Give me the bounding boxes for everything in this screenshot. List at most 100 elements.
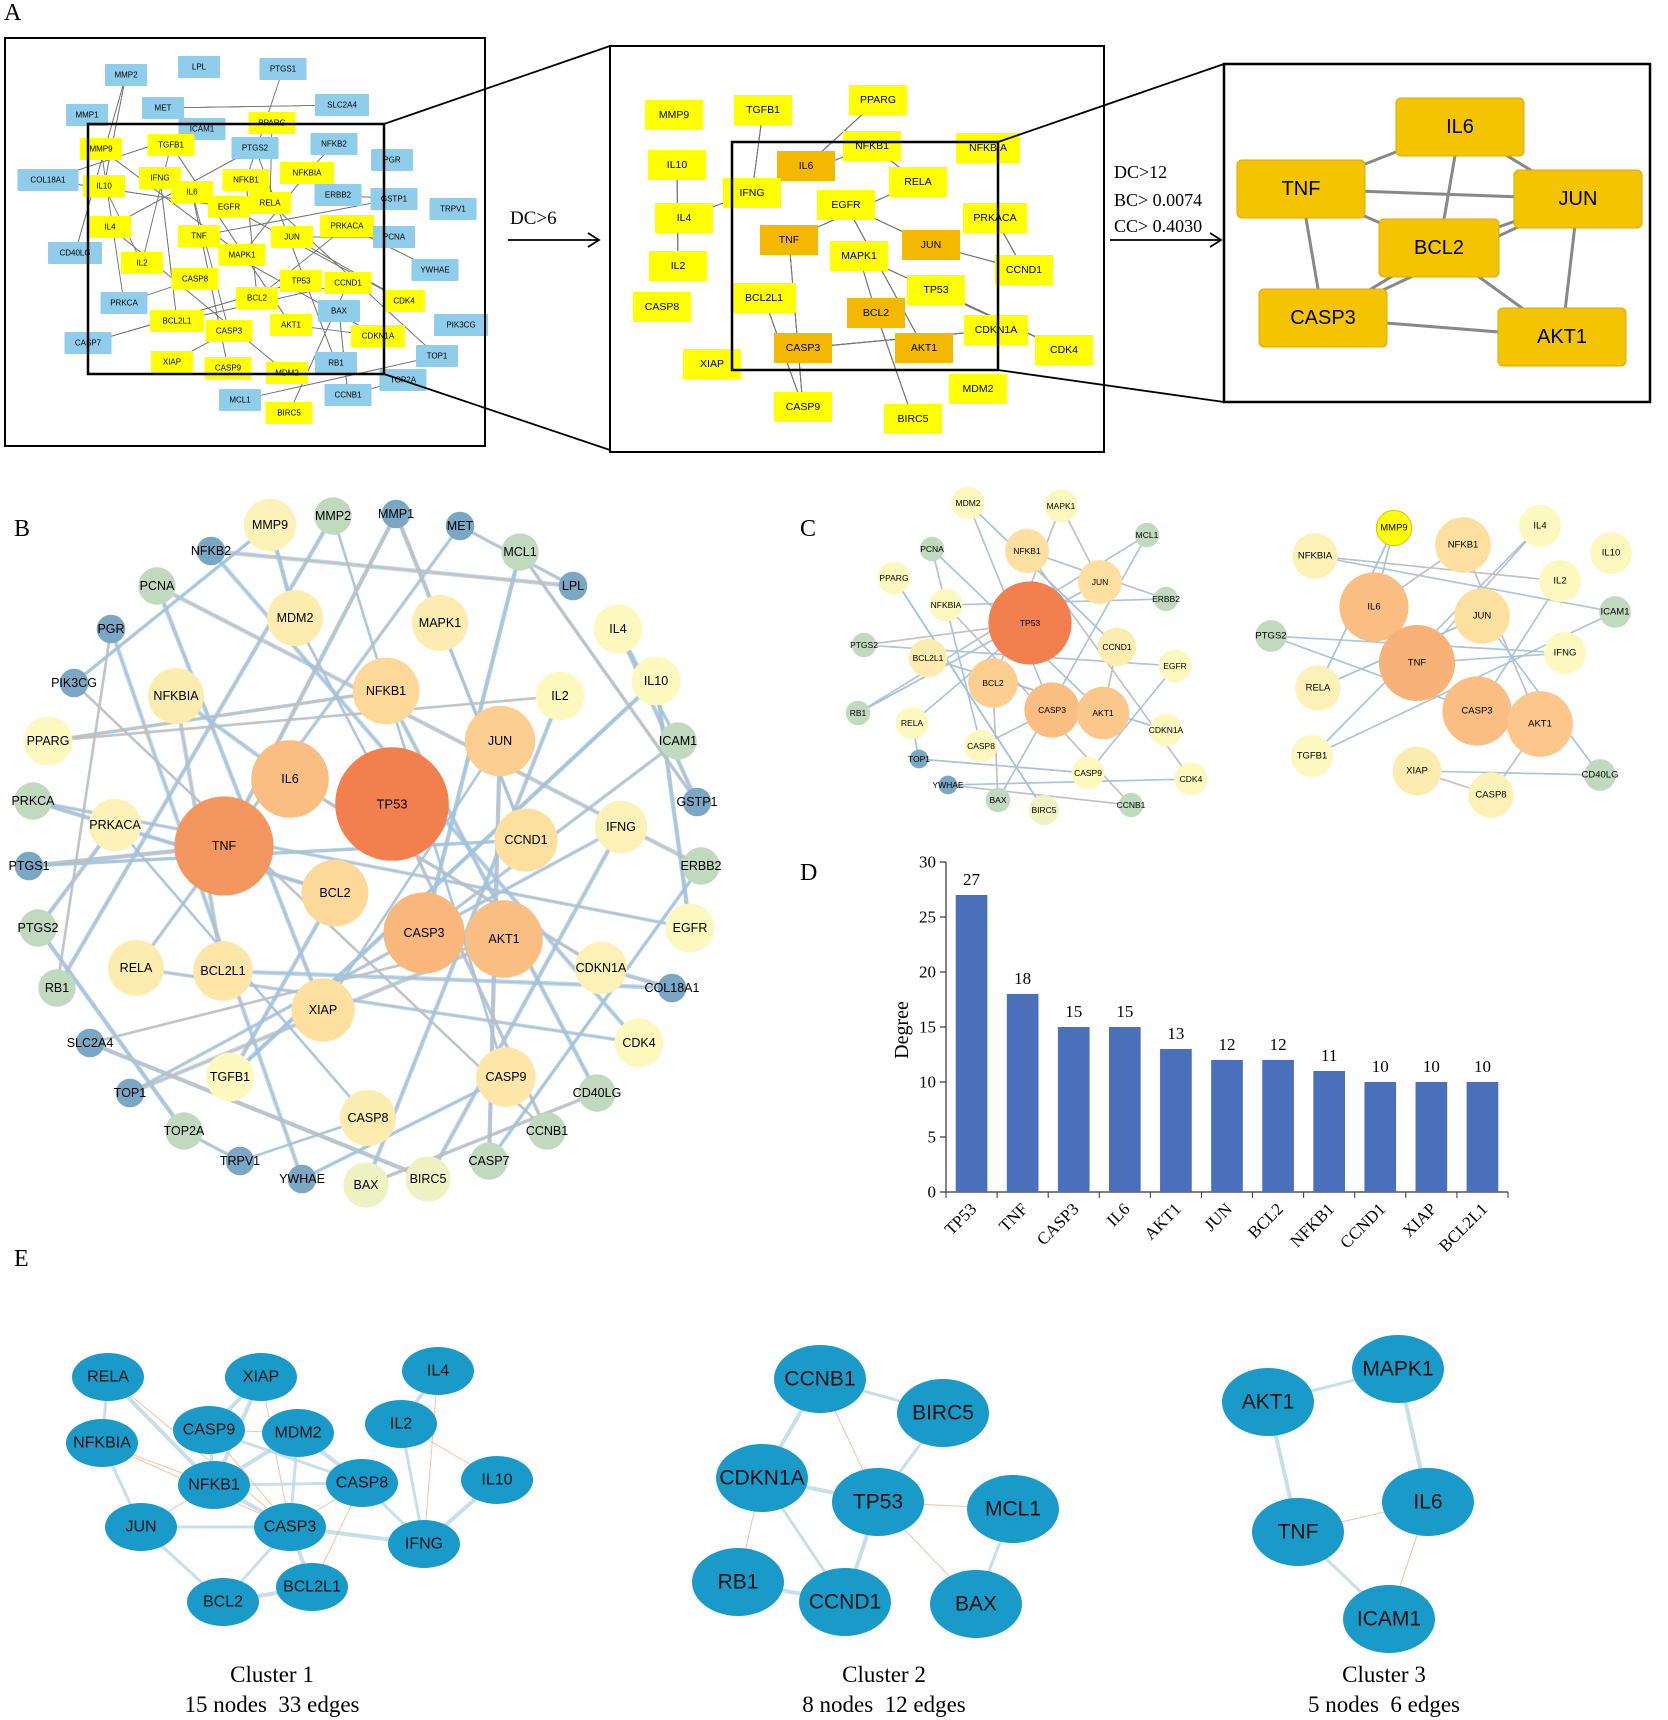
b-node-gstp1: GSTP1	[677, 787, 718, 817]
b-edge-123	[56, 628, 112, 989]
a1-node-nfkb1: NFKB1	[222, 169, 270, 191]
a2-node-casp8: CASP8	[633, 292, 691, 322]
e1-node-rela: RELA	[72, 1353, 144, 1401]
a1-node-mmp1: MMP1	[66, 104, 108, 126]
cr-node-tnf: TNF	[1379, 625, 1455, 701]
b-node-trpv1: TRPV1	[220, 1146, 260, 1176]
cl-node-label-bcl2l1: BCL2L1	[913, 653, 944, 663]
a2-node-label-tnf: TNF	[779, 234, 799, 246]
a2-node-casp3: CASP3	[774, 333, 832, 363]
cl-node-casp9: CASP9	[1071, 756, 1105, 790]
b-node-casp7: CASP7	[469, 1142, 510, 1180]
b-node-ifng: IFNG	[594, 800, 648, 854]
b-node-il10: IL10	[631, 656, 681, 706]
e1-node-casp9: CASP9	[173, 1406, 245, 1454]
e3-node-label-il6: IL6	[1413, 1491, 1442, 1514]
e2-node-tp53: TP53	[832, 1468, 924, 1536]
a2-node-label-mapk1: MAPK1	[841, 250, 877, 262]
zoom-line-2b	[997, 369, 1225, 403]
a1-edge-103	[141, 144, 172, 264]
bar-akt1	[1160, 1049, 1192, 1192]
cr-node-tgfb1: TGFB1	[1291, 735, 1333, 777]
a2-node-il6: IL6	[777, 151, 835, 181]
b-edge-129	[223, 513, 397, 847]
cl-node-label-top1: TOP1	[908, 754, 930, 764]
bar-bcl2l1	[1466, 1082, 1499, 1192]
a1-node-label-ccnb1: CCNB1	[334, 391, 362, 400]
a1-node-met: MET	[142, 97, 184, 119]
panel-a-box1-zoom-frame	[86, 122, 386, 376]
b-node-mcl1: MCL1	[501, 533, 539, 571]
b-node-label-il10: IL10	[644, 674, 668, 688]
panel-letter-e: E	[14, 1246, 29, 1272]
bar-bcl2	[1262, 1060, 1294, 1192]
a1-node-label-top1: TOP1	[427, 352, 448, 361]
a2-edge-133	[875, 312, 914, 420]
cl-node-mapk1: MAPK1	[1044, 489, 1078, 523]
a2-node-mmp9: MMP9	[645, 100, 703, 130]
a2-node-label-il6: IL6	[799, 160, 814, 172]
cr-node-label-xiap: XIAP	[1406, 766, 1428, 777]
a2-node-label-ifng: IFNG	[739, 187, 764, 199]
a1-node-label-nfkb2: NFKB2	[321, 140, 347, 149]
a1-node-label-tp53: TP53	[291, 277, 311, 286]
a1-node-pcna: PCNA	[373, 226, 415, 248]
b-edge-122	[36, 926, 186, 1133]
b-node-pcna: PCNA	[138, 567, 176, 605]
x-tick-label-tp53: TP53	[941, 1199, 980, 1238]
b-node-erbb2: ERBB2	[681, 847, 722, 885]
cl-node-label-rela: RELA	[901, 718, 924, 728]
arrow2-head	[1209, 232, 1223, 248]
b-node-label-met: MET	[447, 519, 474, 533]
a1-node-ptgs2: PTGS2	[231, 137, 279, 159]
b-node-label-erbb2: ERBB2	[681, 859, 722, 873]
a1-node-bcl2l1: BCL2L1	[150, 310, 204, 332]
cl-node-label-casp8: CASP8	[967, 741, 995, 751]
e2-node-label-mcl1: MCL1	[985, 1498, 1041, 1521]
a1-node-label-casp9: CASP9	[215, 364, 242, 373]
cl-node-label-ccnd1: CCND1	[1102, 642, 1132, 652]
e1-node-casp3: CASP3	[254, 1503, 326, 1551]
b-node-bcl2: BCL2	[301, 859, 369, 927]
a1-node-mcl1: MCL1	[219, 389, 261, 411]
cl-node-label-ptgs2: PTGS2	[850, 640, 878, 650]
a1-node-gstp1: GSTP1	[370, 188, 418, 210]
cl-node-label-cdkn1a: CDKN1A	[1149, 725, 1184, 735]
b-node-nfkb1: NFKB1	[352, 657, 420, 725]
cl-edge-83	[947, 778, 1192, 786]
a3-node-jun: JUN	[1513, 169, 1643, 229]
b-node-nfkbia: NFKBIA	[148, 668, 204, 724]
cl-node-jun: JUN	[1078, 560, 1122, 604]
a1-node-label-pgr: PGR	[383, 156, 401, 165]
bar-value-ccnd1: 10	[1372, 1057, 1389, 1076]
b-node-slc2a4: SLC2A4	[67, 1028, 113, 1058]
panel-a-box3-frame	[1222, 62, 1652, 404]
a1-node-label-nfkbia: NFKBIA	[293, 169, 323, 178]
a2-node-ccnd1: CCND1	[995, 255, 1053, 285]
b-node-tp53: TP53	[335, 747, 449, 861]
cl-edge-73	[997, 534, 1148, 801]
e1-node-nfkb1: NFKB1	[178, 1461, 250, 1509]
a1-node-casp3: CASP3	[205, 320, 253, 342]
e1-node-label-jun: JUN	[125, 1519, 156, 1536]
a1-node-label-trpv1: TRPV1	[440, 205, 466, 214]
b-node-il6: IL6	[251, 740, 329, 818]
b-node-egfr: EGFR	[665, 903, 715, 953]
cr-edge-57	[1314, 555, 1561, 582]
x-tick-label-akt1: AKT1	[1141, 1199, 1185, 1243]
cr-node-label-nfkb1: NFKB1	[1448, 540, 1479, 551]
a2-node-label-casp8: CASP8	[645, 301, 680, 313]
e1-node-label-rela: RELA	[87, 1369, 129, 1386]
b-node-label-casp9: CASP9	[486, 1070, 527, 1084]
cr-node-label-il10: IL10	[1602, 548, 1621, 559]
a1-node-ywhae: YWHAE	[411, 259, 459, 281]
b-edge-163	[228, 891, 337, 1079]
cr-node-akt1: AKT1	[1507, 691, 1573, 757]
b-node-label-tnf: TNF	[212, 839, 237, 853]
b-node-casp9: CASP9	[476, 1047, 536, 1107]
b-node-prkaca: PRKACA	[88, 798, 141, 852]
cluster-3-stats: 5 nodes 6 edges	[1308, 1692, 1460, 1717]
a2-node-label-casp9: CASP9	[786, 401, 821, 413]
